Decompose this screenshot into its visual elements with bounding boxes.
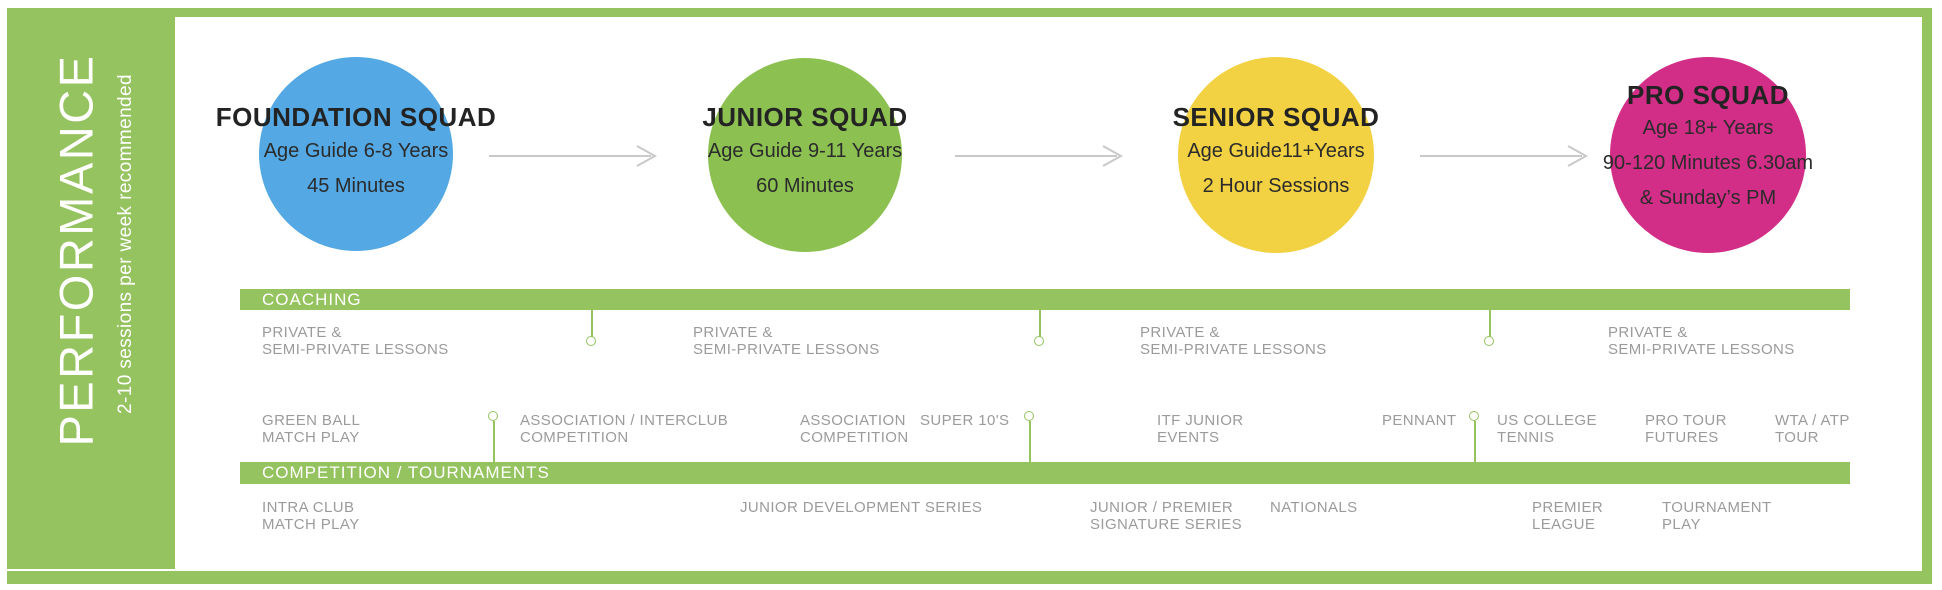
sidebar-subtitle: 2-10 sessions per week recommended [115, 74, 136, 414]
competition-item: PRO TOUR FUTURES [1645, 412, 1727, 446]
competition-item: JUNIOR DEVELOPMENT SERIES [740, 499, 983, 516]
junior-squad-age: Age Guide 9-11 Years [707, 140, 903, 162]
connector-stem-icon [1034, 310, 1046, 348]
connector-stem-icon [1024, 411, 1036, 462]
competition-item: ITF JUNIOR EVENTS [1157, 412, 1244, 446]
connector-stem-icon [488, 411, 500, 462]
senior-squad-circle [1178, 57, 1374, 253]
pro-squad-title: PRO SQUAD [1627, 80, 1789, 110]
pro-squad-schedule: & Sunday’s PM [1639, 187, 1777, 209]
competition-item: ASSOCIATION COMPETITION [800, 412, 909, 446]
coaching-item: PRIVATE & SEMI-PRIVATE LESSONS [1608, 324, 1795, 358]
coaching-item: PRIVATE & SEMI-PRIVATE LESSONS [262, 324, 449, 358]
competition-item: TOURNAMENT PLAY [1662, 499, 1772, 533]
junior-squad-circle [708, 58, 902, 252]
competition-item: PREMIER LEAGUE [1532, 499, 1604, 533]
coaching-bar-label: COACHING [262, 290, 362, 309]
junior-squad-title: JUNIOR SQUAD [702, 102, 908, 132]
competition-item: PENNANT [1382, 412, 1457, 429]
coaching-item: PRIVATE & SEMI-PRIVATE LESSONS [1140, 324, 1327, 358]
competition-item: US COLLEGE TENNIS [1497, 412, 1597, 446]
competition-item: ASSOCIATION / INTERCLUB COMPETITION [520, 412, 729, 446]
arrow-right-icon [955, 145, 1124, 167]
foundation-squad-title: FOUNDATION SQUAD [215, 102, 497, 132]
arrow-right-icon [1420, 145, 1589, 167]
competition-item: GREEN BALL MATCH PLAY [262, 412, 361, 446]
senior-squad-duration: 2 Hour Sessions [1202, 175, 1350, 197]
frame-right-border [1922, 8, 1932, 584]
competition-item: NATIONALS [1270, 499, 1358, 516]
connector-stem-icon [1484, 310, 1496, 348]
frame-bottom-border [7, 571, 1932, 584]
sidebar-title: PERFORMANCE [49, 53, 103, 447]
senior-squad-age: Age Guide11+Years [1187, 140, 1365, 162]
connector-stem-icon [586, 310, 598, 348]
pro-squad-circle [1610, 57, 1806, 253]
performance-sidebar [7, 8, 175, 569]
foundation-squad-age: Age Guide 6-8 Years [263, 140, 449, 162]
competition-bar-label: COMPETITION / TOURNAMENTS [262, 463, 550, 482]
pro-squad-duration: 90-120 Minutes 6.30am [1602, 152, 1814, 174]
competition-item: SUPER 10'S [920, 412, 1010, 429]
senior-squad-title: SENIOR SQUAD [1172, 102, 1380, 132]
pro-squad-age: Age 18+ Years [1642, 117, 1774, 139]
coaching-bar: COACHING [240, 289, 1850, 310]
competition-item: INTRA CLUB MATCH PLAY [262, 499, 360, 533]
foundation-squad-circle [259, 57, 453, 251]
foundation-squad-duration: 45 Minutes [307, 175, 405, 197]
competition-item: WTA / ATP TOUR [1775, 412, 1850, 446]
junior-squad-duration: 60 Minutes [756, 175, 854, 197]
competition-bar: COMPETITION / TOURNAMENTS [240, 462, 1850, 484]
competition-item: JUNIOR / PREMIER SIGNATURE SERIES [1090, 499, 1242, 533]
arrow-right-icon [489, 145, 658, 167]
coaching-item: PRIVATE & SEMI-PRIVATE LESSONS [693, 324, 880, 358]
connector-stem-icon [1469, 411, 1481, 462]
frame-top-border [7, 8, 1932, 17]
